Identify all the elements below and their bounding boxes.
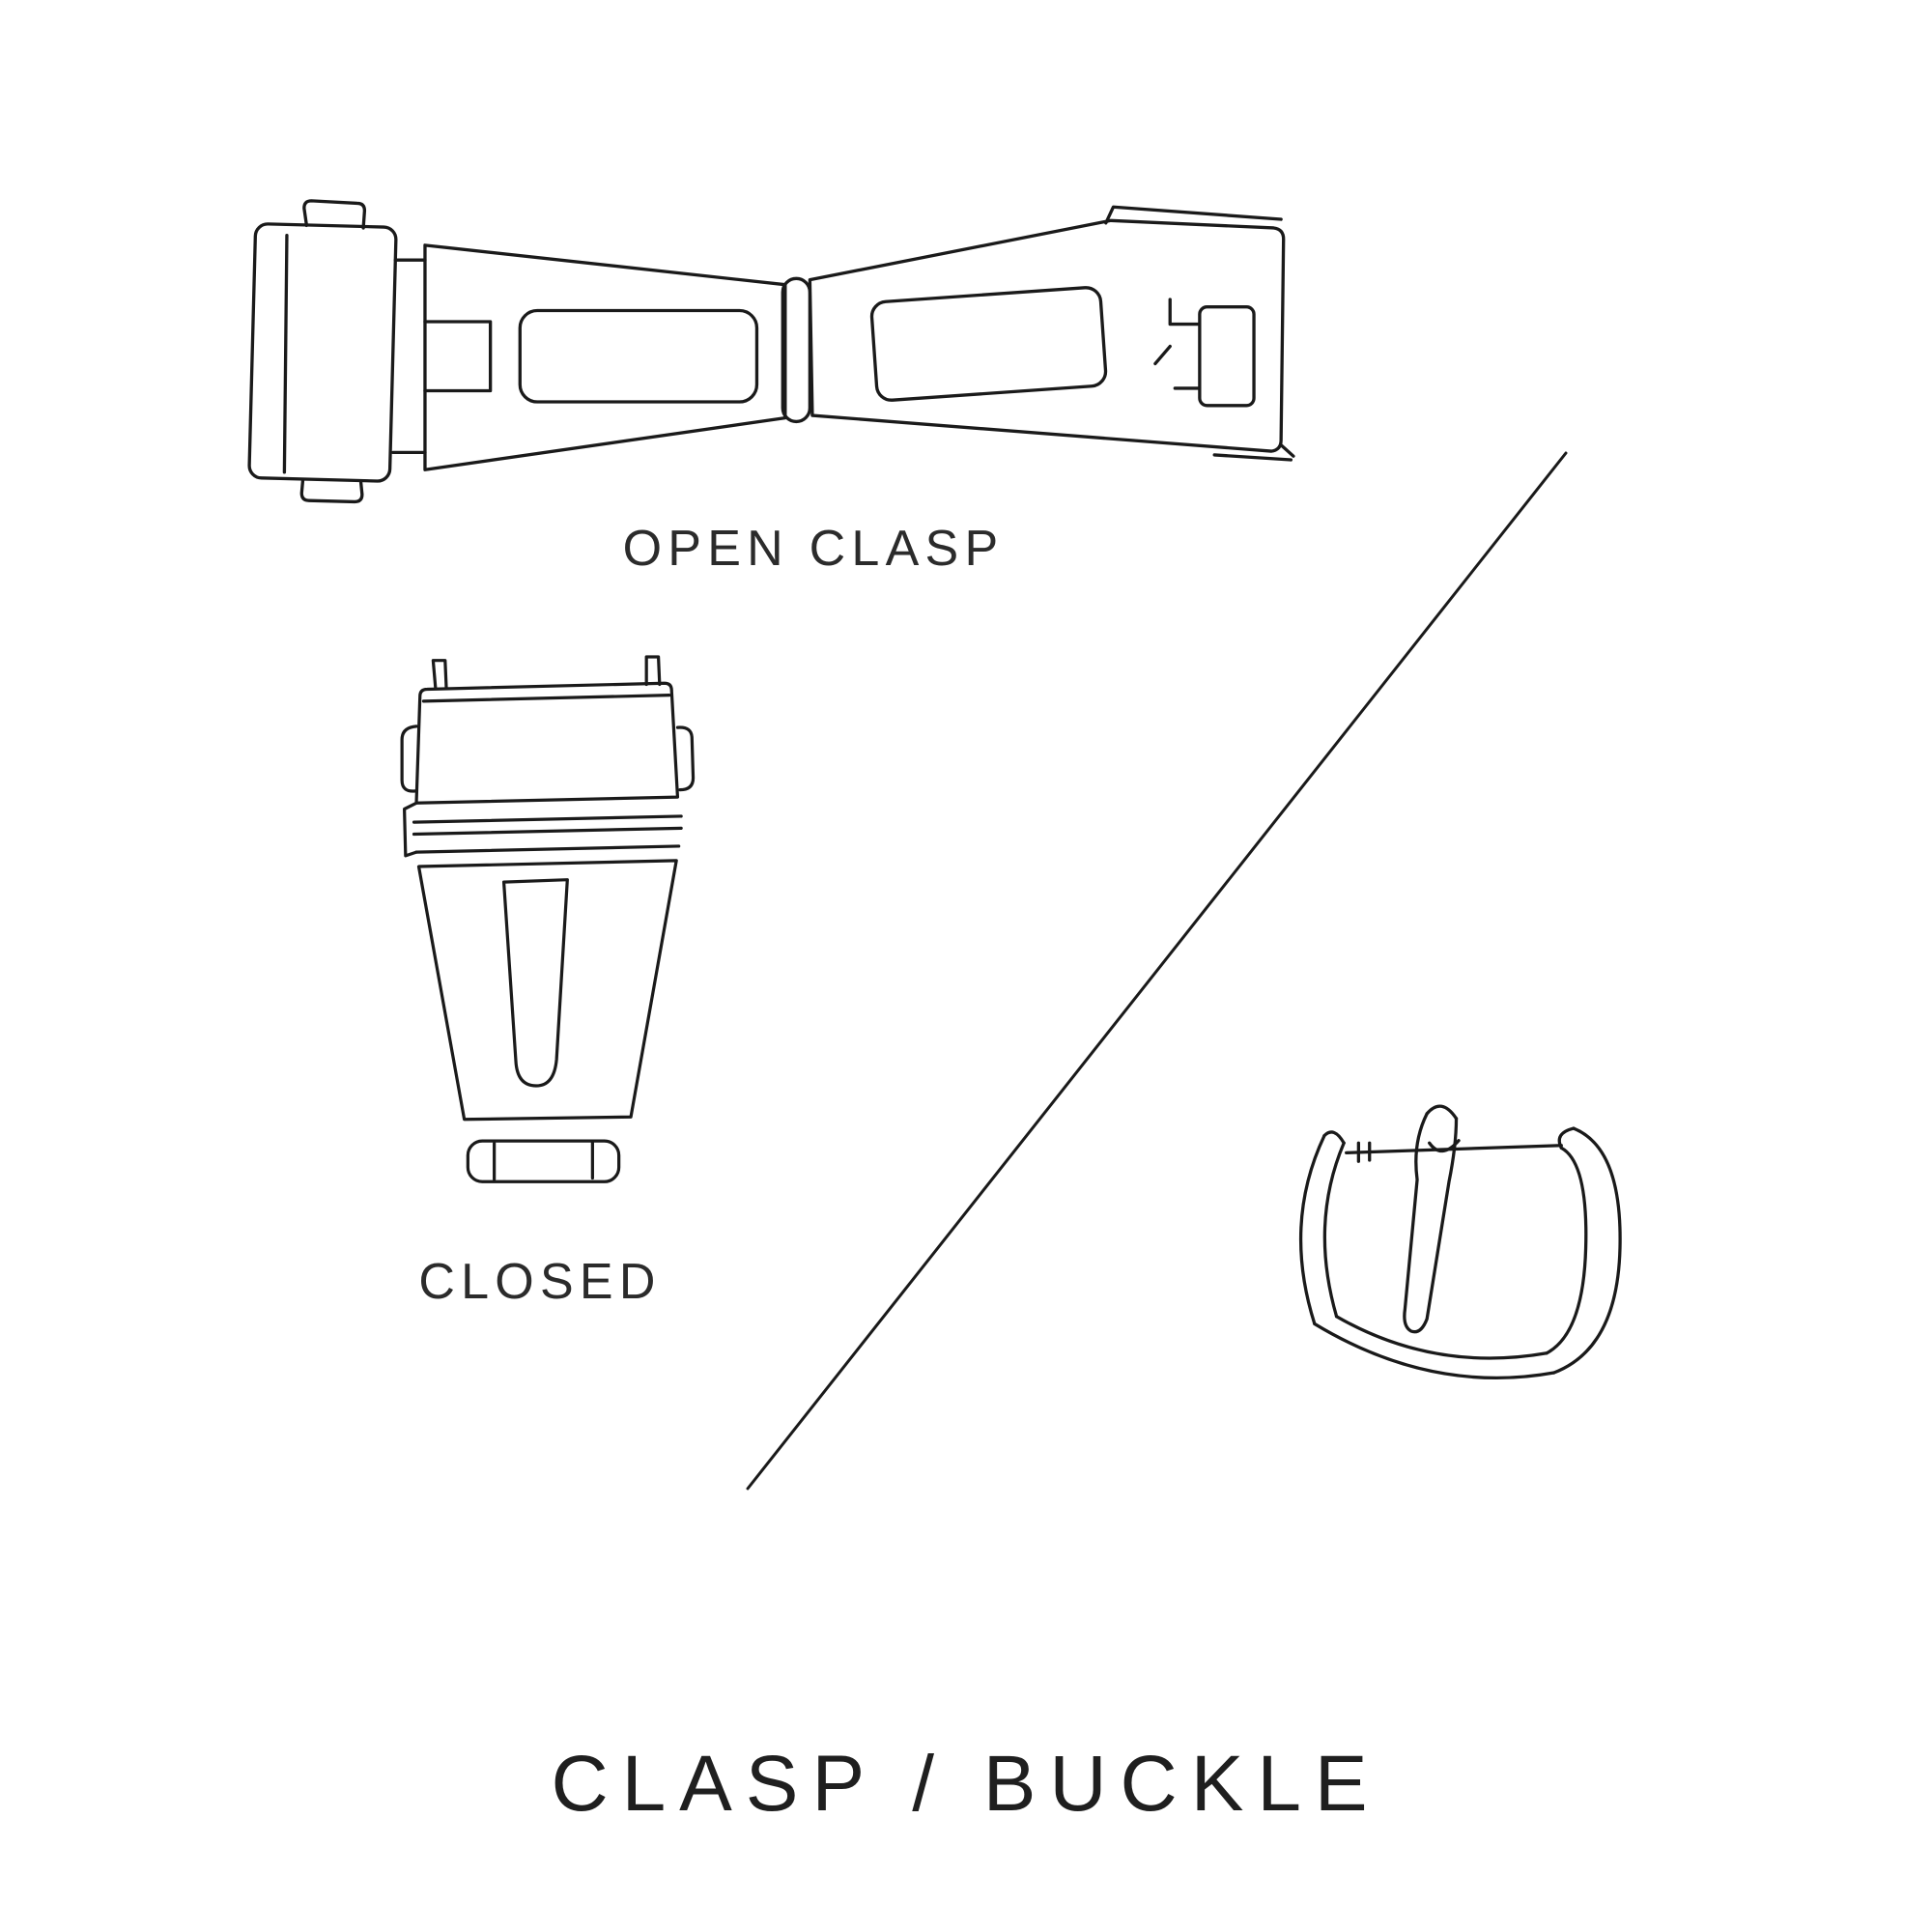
closed-clasp-label: CLOSED <box>418 1254 662 1310</box>
open-clasp-illustration <box>227 184 1314 504</box>
diagram-title: CLASP / BUCKLE <box>551 1740 1381 1828</box>
buckle-illustration <box>1246 1092 1662 1446</box>
closed-clasp-illustration <box>382 652 705 1215</box>
open-clasp-label: OPEN CLASP <box>622 521 1005 577</box>
